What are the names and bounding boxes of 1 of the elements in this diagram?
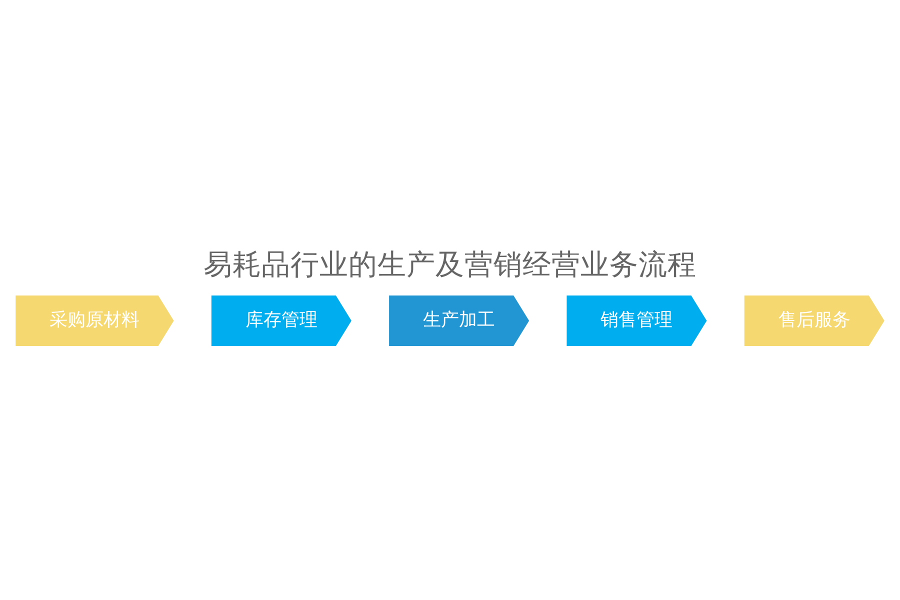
diagram-title: 易耗品行业的生产及营销经营业务流程: [204, 248, 696, 282]
